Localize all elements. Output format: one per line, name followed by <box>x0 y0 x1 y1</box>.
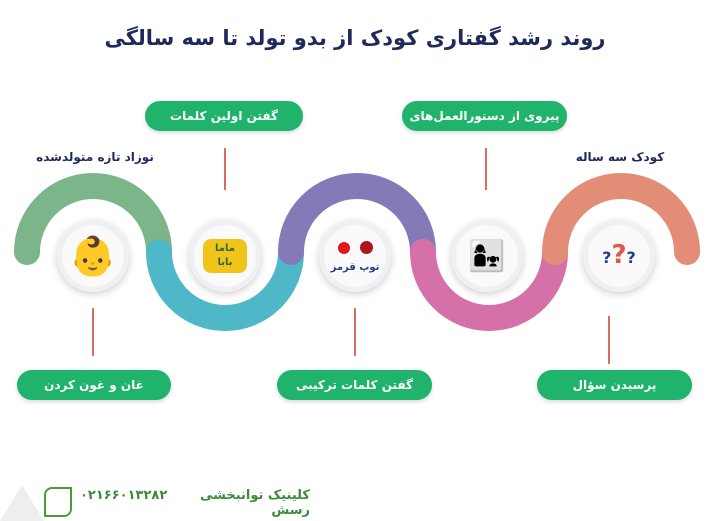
connector-line <box>224 148 226 190</box>
corner-decoration <box>0 485 44 521</box>
connector-line <box>92 308 94 356</box>
connector-line <box>354 308 356 356</box>
stage-pill-babbling: غان و غون کردن <box>17 370 171 400</box>
stage-pill-first-words: گفتن اولین کلمات <box>145 101 303 131</box>
question-marks-icon: ??? <box>583 220 655 292</box>
clinic-phone: ۰۲۱۶۶۰۱۳۲۸۲ <box>80 488 168 503</box>
card-word-red-ball: توپ قرمز <box>330 262 380 273</box>
stage-pill-combined-words: گفتن کلمات ترکیبی <box>277 370 432 400</box>
clinic-name: کلینیک توانبخشی رسش <box>199 488 310 518</box>
stage-label-newborn: نوزاد تازه متولدشده <box>36 150 154 164</box>
card-word-mama: ماما <box>215 243 235 254</box>
clinic-logo <box>44 487 72 517</box>
connector-line <box>608 316 610 364</box>
arc-purple <box>278 173 436 265</box>
footer: کلینیک توانبخشی رسش ۰۲۱۶۶۰۱۳۲۸۲ <box>80 488 310 518</box>
red-ball-icon: توپ قرمز <box>319 220 391 292</box>
arc-salmon <box>542 173 700 265</box>
stage-label-three-year: کودک سه ساله <box>575 150 665 164</box>
baby-icon: 👶 <box>57 220 129 292</box>
stage-pill-instructions: پیروی از دستورالعمل‌های ساده <box>402 101 567 153</box>
arc-pink <box>410 239 568 331</box>
stage-pill-asking-questions: پرسیدن سؤال <box>537 370 692 400</box>
connector-line <box>485 148 487 190</box>
card-word-baba: بابا <box>217 257 233 268</box>
speech-card-icon: ماما بابا <box>189 220 261 292</box>
page-title: روند رشد گفتاری کودک از بدو تولد تا سه س… <box>104 26 606 50</box>
arc-teal <box>146 239 304 331</box>
mother-child-icon: 👩‍👧 <box>451 220 523 292</box>
arc-green <box>14 173 172 265</box>
